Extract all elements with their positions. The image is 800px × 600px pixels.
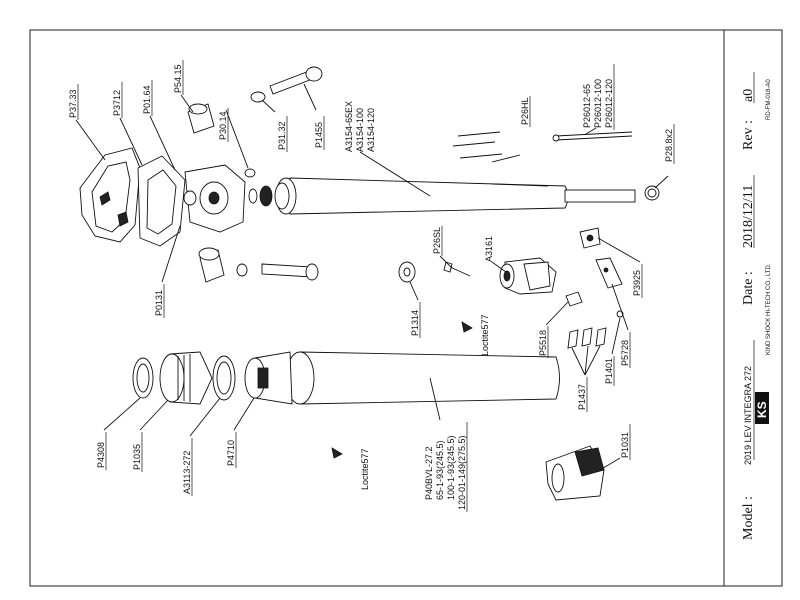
loctite-drop-1 <box>461 321 473 333</box>
label-a3161: A3161 <box>484 236 494 262</box>
saddle-clamp-group <box>79 147 246 247</box>
label-p26sl: P26SL <box>432 227 442 254</box>
label-p1035: P1035 <box>132 444 142 470</box>
sleeve-p5415 <box>187 103 215 134</box>
callout-labels: P37.33 P3712 P01.64 P54.15 P30.14 P31.32… <box>68 64 674 510</box>
clip-p5728 <box>595 257 623 289</box>
collar-p4710 <box>244 351 293 405</box>
washer-p3132 <box>250 91 266 103</box>
remote-p1031 <box>545 445 605 501</box>
cable-ends-p1437 <box>567 310 624 349</box>
model-value: 2019 LEV INTEGRA 272 <box>743 366 753 465</box>
clamp-bolt-p0131 <box>198 247 319 283</box>
label-p5415: P54.15 <box>173 64 183 93</box>
upper-post-tube <box>248 177 636 215</box>
label-p1437: P1437 <box>577 384 587 410</box>
label-loctite577-upper: Loctite577 <box>480 314 490 356</box>
label-p40bvl-65: 65-1-93(245.5) <box>435 440 445 500</box>
lower-outer-tube <box>285 351 560 405</box>
label-p0131: P0131 <box>154 290 164 316</box>
label-p1455: P1455 <box>314 122 324 148</box>
label-p3925: P3925 <box>632 270 642 296</box>
cam-p3925 <box>579 227 601 249</box>
label-p3712: P3712 <box>112 90 122 116</box>
label-p40bvl-100: 100-1-93(245.5) <box>446 435 456 500</box>
pins-p26hl <box>452 131 503 159</box>
head-p1035 <box>159 351 213 405</box>
bolt-p1455 <box>269 66 323 95</box>
label-p1314: P1314 <box>410 310 420 336</box>
label-p3132: P31.32 <box>277 121 287 150</box>
label-p40bvl: P40BVL-27.2 <box>424 446 434 500</box>
title-block: Model : 2019 LEV INTEGRA 272 Date : 2018… <box>741 72 772 540</box>
ring-a3113 <box>212 355 236 401</box>
ks-logo: KS <box>755 392 769 424</box>
label-a3113-272: A3113-272 <box>182 451 192 494</box>
label-p1401: P1401 <box>604 358 614 384</box>
label-p26hl: P26HL <box>520 97 530 125</box>
label-p0164: P01.64 <box>142 85 152 114</box>
label-a3154-65ex: A3154-65EX <box>344 101 354 152</box>
lever-a3161 <box>499 257 557 295</box>
label-a3154-100: A3154-100 <box>355 108 365 152</box>
seal-p4308 <box>132 357 154 399</box>
label-p4308: P4308 <box>96 442 106 468</box>
label-p5728: P5728 <box>620 340 630 366</box>
label-p26012-100: P26012-100 <box>593 79 603 128</box>
label-p26012-65: P26012-65 <box>582 84 592 128</box>
nut-p3014 <box>244 168 256 178</box>
label-p1031: P1031 <box>620 432 630 458</box>
company-name: KIND SHOCK HI-TECH CO., LTD. <box>766 263 772 355</box>
label-p3733: P37.33 <box>68 89 78 118</box>
rev-value: a0 <box>741 89 756 102</box>
doc-code: RD-FM-018-A0 <box>766 79 772 120</box>
fitting-p5518 <box>565 291 583 307</box>
rev-label: Rev : <box>741 120 756 150</box>
logo-text: KS <box>755 401 769 418</box>
drawing-frame <box>29 29 783 587</box>
date-label: Date : <box>741 271 756 305</box>
label-p26012-120: P26012-120 <box>604 79 614 128</box>
label-p4710: P4710 <box>226 440 236 466</box>
label-loctite577-lower: Loctite577 <box>360 448 370 490</box>
model-label: Model : <box>741 496 756 540</box>
label-a3154-120: A3154-120 <box>366 108 376 152</box>
label-p3014: P30.14 <box>218 111 228 140</box>
rod-p26012 <box>552 131 633 142</box>
label-p5518: P5518 <box>538 330 548 356</box>
date-value: 2018/12/11 <box>741 185 756 248</box>
leader-lines <box>75 83 669 471</box>
loctite-drop-2 <box>331 447 343 459</box>
callout-underlines <box>77 60 675 512</box>
label-p40bvl-120: 120-01-149(275.5) <box>457 435 467 510</box>
label-p288x2: P28.8x2 <box>664 129 674 162</box>
